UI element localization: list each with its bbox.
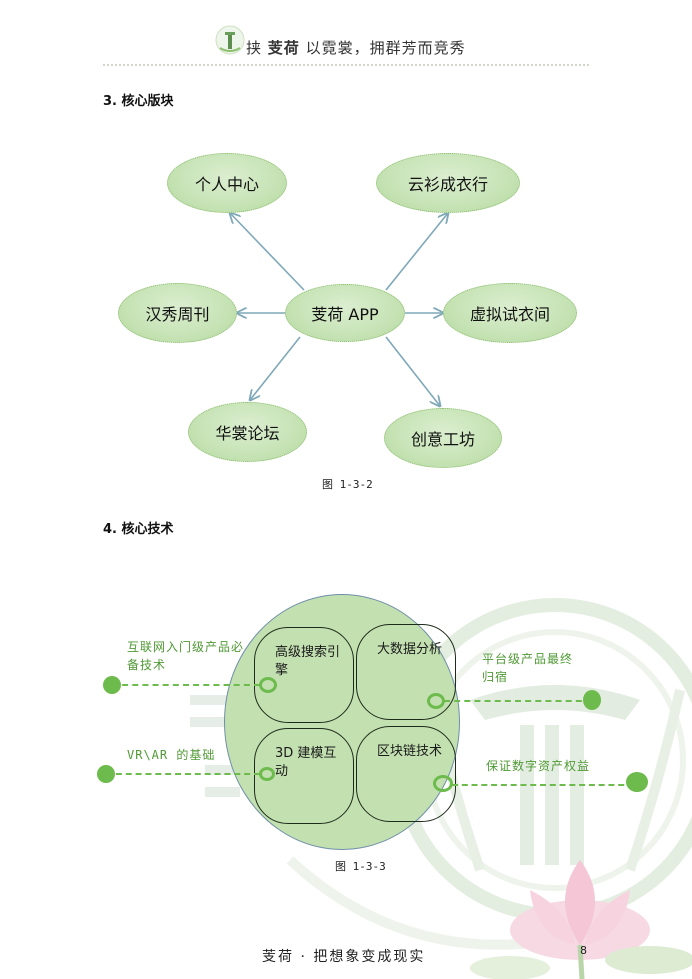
ring-big-data [427, 693, 445, 709]
arrow-to-bottom-right [385, 336, 440, 406]
connector-right-bottom [452, 784, 634, 786]
quad-big-data: 大数据分析 [356, 624, 456, 720]
header-prefix: 挟 [246, 39, 263, 57]
ring-search-engine [259, 677, 277, 693]
label-digital-asset-rights: 保证数字资产权益 [486, 759, 591, 773]
node-personal-center: 个人中心 [167, 153, 287, 213]
quad-blockchain: 区块链技术 [356, 726, 456, 822]
header-brand: 芰荷 [267, 39, 300, 57]
lotus-decoration [470, 860, 692, 979]
arrow-to-top-left [230, 213, 305, 291]
dot-right-top [583, 690, 601, 710]
section-3-heading: 3. 核心版块 [103, 94, 174, 109]
mindmap-connectors [0, 0, 692, 500]
node-virtual-fitting-room: 虚拟试衣间 [443, 283, 577, 343]
dot-left-bottom [97, 765, 115, 783]
node-app-center: 芰荷 APP [285, 284, 405, 342]
arrow-to-bottom-left [250, 336, 301, 400]
dot-left-top [103, 676, 121, 694]
quad-search-engine: 高级搜索引擎 [254, 627, 354, 723]
node-garment-shop: 云衫成衣行 [376, 153, 520, 213]
figure-caption-1-3-2: 图 1-3-2 [322, 478, 373, 491]
node-creative-workshop: 创意工坊 [384, 408, 502, 468]
header-motto-text: 以霓裳，拥群芳而竞秀 [305, 39, 466, 57]
figure-caption-1-3-3: 图 1-3-3 [335, 860, 386, 873]
ring-3d-modeling [259, 767, 275, 781]
quad-3d-modeling: 3D 建模互动 [254, 728, 354, 824]
footer-slogan: 芰荷 · 把想象变成现实 [262, 949, 426, 965]
header-motto: 挟 芰荷 以霓裳，拥群芳而竞秀 [246, 37, 466, 58]
connector-right-top [444, 700, 592, 702]
node-weekly-magazine: 汉秀周刊 [118, 283, 237, 343]
header-divider [103, 64, 589, 66]
node-forum: 华裳论坛 [188, 402, 307, 462]
label-platform-destination: 平台级产品最终归宿 [482, 652, 574, 684]
section-4-heading: 4. 核心技术 [103, 522, 174, 537]
page-number: 8 [580, 944, 587, 957]
label-vr-ar-foundation: VR\AR 的基础 [127, 748, 216, 762]
connector-left-bottom [106, 773, 260, 775]
dot-right-bottom [626, 772, 648, 792]
header-logo-icon [215, 25, 245, 55]
arrow-to-top-right [385, 213, 448, 291]
connector-left-top [112, 684, 260, 686]
label-internet-basic-tech: 互联网入门级产品必备技术 [127, 640, 245, 672]
ring-blockchain [433, 775, 453, 792]
